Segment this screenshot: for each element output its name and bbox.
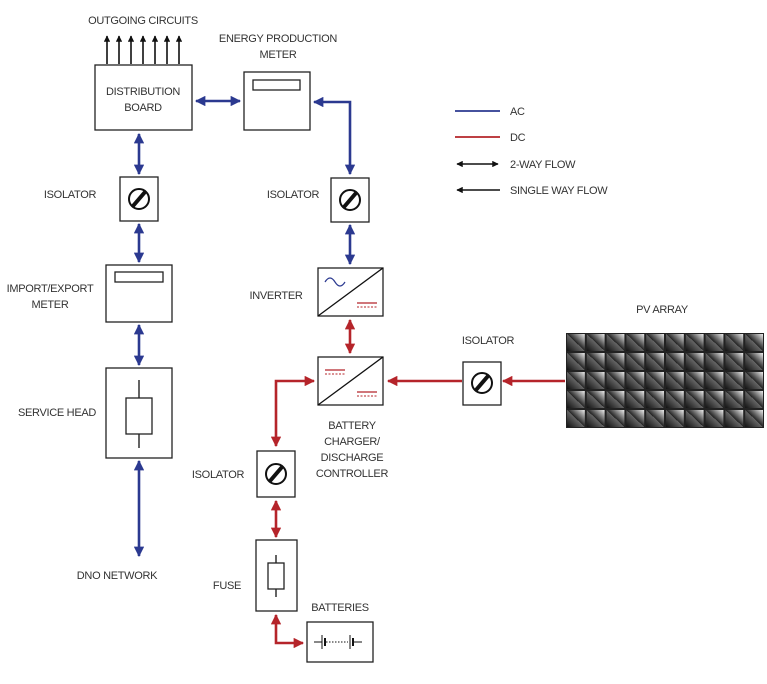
distribution-board: DISTRIBUTION BOARD bbox=[94, 64, 193, 131]
pv-cell bbox=[705, 353, 724, 370]
isolator-label-main: ISOLATOR bbox=[44, 189, 97, 201]
pv-cell bbox=[606, 410, 625, 427]
isolator-pv bbox=[462, 361, 502, 406]
ac-link-meter-isolator bbox=[312, 96, 356, 176]
pv-cell bbox=[745, 391, 763, 408]
outgoing-circuit-arrows bbox=[103, 35, 183, 64]
controller-label-4: CONTROLLER bbox=[316, 468, 389, 480]
ac-wave-icon bbox=[324, 277, 346, 287]
pv-cell bbox=[567, 353, 585, 370]
pv-cell bbox=[586, 334, 605, 351]
pv-cell bbox=[666, 372, 684, 389]
pv-cell bbox=[725, 334, 744, 351]
battery-charge-controller bbox=[317, 356, 384, 406]
controller-label-3: DISCHARGE bbox=[321, 452, 384, 464]
pv-cell bbox=[626, 353, 645, 370]
pv-cell bbox=[606, 353, 625, 370]
service-head bbox=[105, 367, 173, 459]
pv-cell bbox=[646, 353, 664, 370]
pv-cell bbox=[567, 410, 585, 427]
controller-label-1: BATTERY bbox=[328, 420, 377, 432]
isolator-label-ac: ISOLATOR bbox=[267, 189, 320, 201]
pv-cell bbox=[606, 372, 625, 389]
pv-cell bbox=[586, 391, 605, 408]
pv-cell bbox=[626, 410, 645, 427]
pv-cell bbox=[705, 372, 724, 389]
dc-link-controller-isolator bbox=[270, 375, 316, 448]
pv-cell bbox=[606, 334, 625, 351]
pv-cell bbox=[626, 391, 645, 408]
pv-cell bbox=[725, 353, 744, 370]
pv-cell bbox=[646, 391, 664, 408]
pv-cell bbox=[725, 410, 744, 427]
legend-dc-label: DC bbox=[510, 132, 526, 144]
pv-cell bbox=[666, 410, 684, 427]
isolator-label-pv: ISOLATOR bbox=[462, 335, 515, 347]
import-export-label-2: METER bbox=[31, 299, 68, 311]
dc-link-fuse-batteries bbox=[270, 613, 305, 649]
pv-cell bbox=[646, 410, 664, 427]
legend-ac-label: AC bbox=[510, 106, 525, 118]
energy-production-meter bbox=[243, 71, 311, 131]
pv-cell bbox=[685, 353, 704, 370]
legend: AC DC 2-WAY FLOW SINGLE WAY FLOW bbox=[455, 106, 609, 197]
isolator-ac bbox=[330, 177, 370, 223]
pv-cell bbox=[745, 372, 763, 389]
energy-meter-label-2: METER bbox=[259, 49, 296, 61]
outgoing-circuits-label: OUTGOING CIRCUITS bbox=[88, 15, 198, 27]
distribution-board-label-1: DISTRIBUTION bbox=[106, 86, 180, 98]
pv-cell bbox=[567, 391, 585, 408]
inverter-label: INVERTER bbox=[249, 290, 302, 302]
pv-cell bbox=[666, 334, 684, 351]
pv-cell bbox=[685, 410, 704, 427]
fuse bbox=[255, 539, 298, 612]
pv-cell bbox=[705, 334, 724, 351]
pv-cell bbox=[705, 410, 724, 427]
dno-network-label: DNO NETWORK bbox=[77, 570, 158, 582]
batteries bbox=[306, 621, 374, 663]
pv-cell bbox=[685, 372, 704, 389]
isolator-main bbox=[119, 176, 159, 222]
pv-cell bbox=[586, 372, 605, 389]
isolator-label-battery: ISOLATOR bbox=[192, 469, 245, 481]
pv-cell bbox=[705, 391, 724, 408]
controller-label-2: CHARGER/ bbox=[324, 436, 381, 448]
pv-cell bbox=[606, 391, 625, 408]
pv-cell bbox=[646, 334, 664, 351]
pv-cell bbox=[745, 353, 763, 370]
pv-cell bbox=[626, 334, 645, 351]
pv-cell bbox=[586, 410, 605, 427]
pv-cell bbox=[725, 391, 744, 408]
isolator-battery bbox=[256, 450, 296, 498]
legend-two-way-label: 2-WAY FLOW bbox=[510, 159, 576, 171]
legend-single-way-label: SINGLE WAY FLOW bbox=[510, 185, 608, 197]
import-export-label-1: IMPORT/EXPORT bbox=[7, 283, 94, 295]
pv-cell bbox=[725, 372, 744, 389]
fuse-label: FUSE bbox=[213, 580, 241, 592]
pv-cell bbox=[745, 410, 763, 427]
distribution-board-label-2: BOARD bbox=[124, 102, 162, 114]
inverter bbox=[317, 267, 384, 317]
import-export-meter bbox=[105, 264, 173, 323]
pv-cell bbox=[745, 334, 763, 351]
pv-cell bbox=[666, 391, 684, 408]
pv-cell bbox=[685, 334, 704, 351]
pv-cell bbox=[666, 353, 684, 370]
pv-cell bbox=[567, 372, 585, 389]
pv-cell bbox=[626, 372, 645, 389]
pv-cell bbox=[685, 391, 704, 408]
energy-meter-label-1: ENERGY PRODUCTION bbox=[219, 33, 338, 45]
pv-array bbox=[566, 333, 764, 428]
pv-array-label: PV ARRAY bbox=[636, 304, 689, 316]
batteries-label: BATTERIES bbox=[311, 602, 369, 614]
pv-cell bbox=[646, 372, 664, 389]
pv-cell bbox=[586, 353, 605, 370]
service-head-label: SERVICE HEAD bbox=[18, 407, 96, 419]
pv-cell bbox=[567, 334, 585, 351]
